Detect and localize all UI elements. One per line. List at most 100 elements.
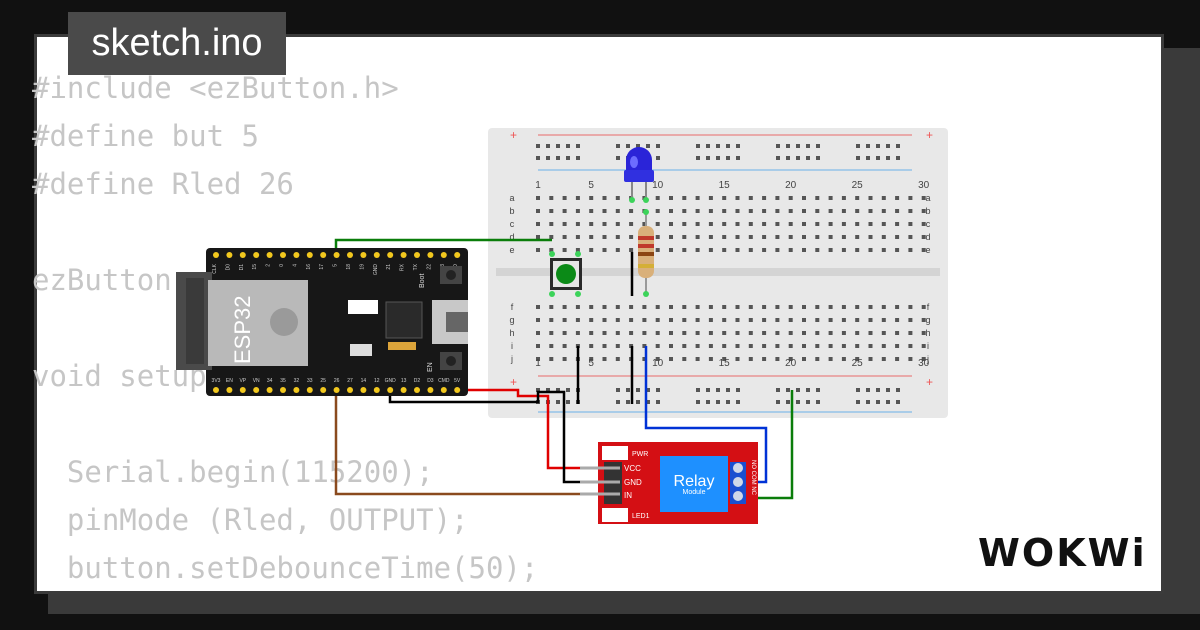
relay-subtitle: Module (683, 489, 706, 496)
esp32-top-pin[interactable] (427, 252, 434, 258)
push-button[interactable] (549, 251, 582, 297)
resistor[interactable] (638, 209, 654, 297)
breadboard-hole (708, 331, 713, 335)
file-tab[interactable]: sketch.ino (68, 12, 286, 75)
breadboard-hole (722, 357, 727, 361)
rail-hole (706, 388, 710, 392)
breadboard-hole (748, 318, 753, 322)
esp32-bottom-pin[interactable] (320, 387, 327, 393)
breadboard-hole (895, 344, 900, 348)
breadboard-hole (748, 344, 753, 348)
esp32-top-pin[interactable] (213, 252, 219, 258)
esp32-bottom-pin[interactable] (280, 387, 286, 393)
breadboard-hole (655, 248, 660, 252)
breadboard-hole (615, 318, 620, 322)
column-number: 10 (652, 358, 664, 369)
breadboard-hole (615, 344, 620, 348)
blue-led[interactable] (624, 147, 654, 203)
esp32-bottom-pin[interactable] (253, 387, 260, 393)
breadboard-hole (682, 222, 687, 226)
breadboard-hole (881, 357, 886, 361)
esp32-top-pin[interactable] (320, 252, 327, 258)
esp32-bottom-pin[interactable] (414, 387, 420, 393)
breadboard-hole (695, 357, 700, 361)
esp32-top-pin[interactable] (280, 252, 286, 258)
breadboard-hole (735, 222, 740, 226)
breadboard-hole (575, 235, 580, 239)
esp32-top-pin[interactable] (347, 252, 353, 258)
breadboard-hole (602, 318, 607, 322)
esp32-bottom-pin[interactable] (333, 387, 340, 393)
esp32-bottom-pin[interactable] (387, 387, 394, 393)
breadboard-hole (788, 344, 793, 348)
esp32-top-pin[interactable] (373, 252, 380, 258)
esp32-bottom-pin-label: EN (226, 378, 233, 384)
breadboard-hole (655, 318, 660, 322)
esp32-top-pin[interactable] (226, 252, 233, 258)
esp32-bottom-pin[interactable] (454, 387, 461, 393)
rail-plus-tr: + (926, 128, 933, 142)
esp32-bottom-pin[interactable] (213, 387, 219, 393)
relay-side-label: NO COM NC (750, 460, 756, 496)
breadboard-hole (855, 318, 860, 322)
esp32-bottom-pin[interactable] (226, 387, 233, 393)
esp32-board[interactable]: ESP32 CLKD0D115204161751819GND21RXTX2223… (176, 248, 468, 396)
esp32-bottom-pin[interactable] (360, 387, 367, 393)
esp32-top-pin[interactable] (387, 252, 394, 258)
relay-module[interactable]: PWR LED1 VCC GND IN Relay Module NO COM … (580, 442, 758, 524)
rail-hole (856, 144, 860, 148)
esp32-top-pin[interactable] (440, 252, 447, 258)
breadboard-hole (549, 248, 554, 252)
breadboard-hole (775, 222, 780, 226)
esp32-bottom-pin[interactable] (373, 387, 380, 393)
breadboard-hole (655, 344, 660, 348)
rail-hole (646, 388, 650, 392)
breadboard-hole (536, 344, 540, 348)
breadboard-hole (562, 305, 567, 309)
esp32-top-pin[interactable] (333, 252, 340, 258)
esp32-top-pin[interactable] (400, 252, 407, 258)
breadboard-hole (762, 235, 767, 239)
esp32-bottom-pin[interactable] (347, 387, 353, 393)
breadboard-hole (735, 318, 740, 322)
breadboard-hole (669, 222, 673, 226)
rail-hole (616, 156, 620, 160)
breadboard-hole (629, 235, 634, 239)
breadboard-hole (536, 318, 540, 322)
esp32-top-pin[interactable] (253, 252, 260, 258)
breadboard-hole (802, 209, 806, 213)
esp32-top-pin[interactable] (306, 252, 313, 258)
esp32-top-pin[interactable] (414, 252, 420, 258)
breadboard-hole (615, 209, 620, 213)
rail-hole (856, 156, 860, 160)
rail-hole (706, 156, 710, 160)
esp32-bottom-pin[interactable] (266, 387, 273, 393)
esp32-bottom-pin[interactable] (239, 387, 246, 393)
esp32-top-pin[interactable] (360, 252, 367, 258)
esp32-top-pin-label: CLK (212, 263, 218, 273)
breadboard-hole (868, 331, 873, 335)
breadboard-hole (895, 222, 900, 226)
breadboard-hole (908, 248, 913, 252)
column-number: 20 (785, 358, 797, 369)
code-line: #define but 5 (32, 119, 259, 153)
breadboard-hole (828, 318, 833, 322)
esp32-bottom-pin[interactable] (400, 387, 407, 393)
esp32-top-pin[interactable] (266, 252, 273, 258)
breadboard-hole (841, 357, 846, 361)
esp32-top-pin[interactable] (239, 252, 246, 258)
column-number: 5 (588, 180, 594, 191)
rail-hole (876, 156, 880, 160)
rail-hole (536, 156, 540, 160)
esp32-bottom-pin[interactable] (440, 387, 447, 393)
esp32-top-pin[interactable] (454, 252, 461, 258)
esp32-bottom-pin[interactable] (293, 387, 300, 393)
esp32-bottom-pin[interactable] (306, 387, 313, 393)
breadboard-hole (855, 235, 860, 239)
breadboard-hole (735, 209, 740, 213)
breadboard-hole (921, 357, 926, 361)
esp32-bottom-pin[interactable] (427, 387, 434, 393)
rail-hole (866, 388, 870, 392)
esp32-top-pin[interactable] (293, 252, 300, 258)
